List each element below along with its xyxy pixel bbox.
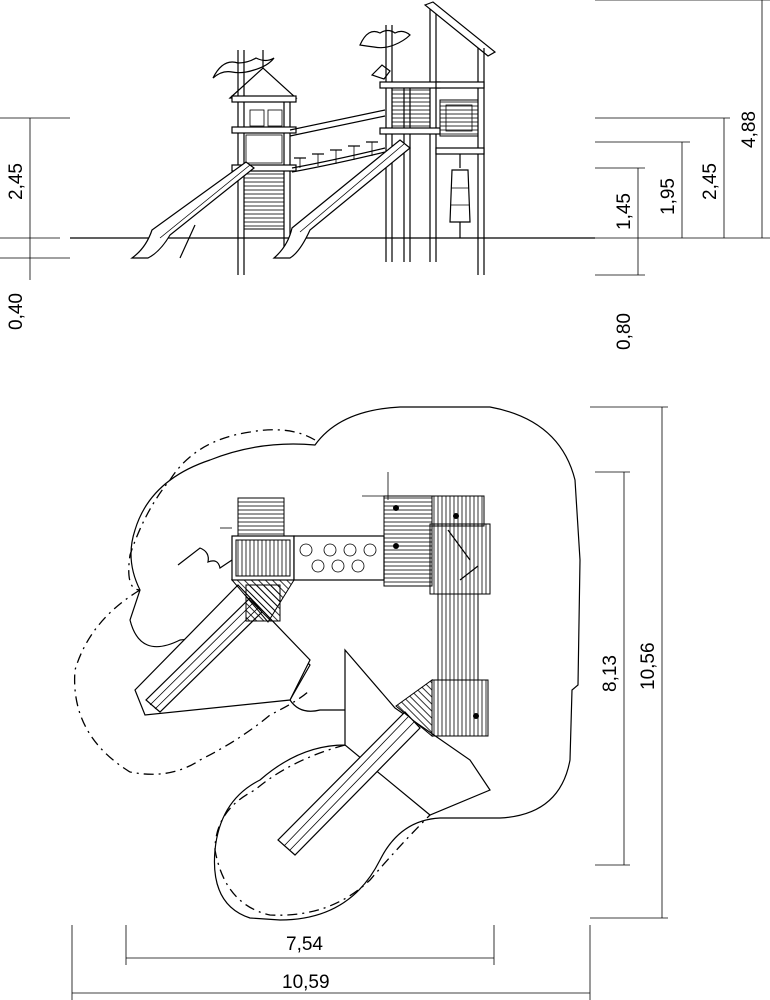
dim-left-245: 2,45	[6, 163, 27, 200]
plan-view: 8,13 10,56 7,54 10,59	[71, 406, 668, 1000]
left-tower-wall	[243, 170, 285, 230]
safety-zone-dashed-left	[73, 589, 311, 775]
plan-left-tower-stairs	[237, 497, 285, 537]
rope-bridge	[289, 109, 386, 173]
tall-tower	[423, 1, 497, 275]
plan-right-tower-deck	[383, 495, 433, 587]
punching-bag	[449, 169, 471, 223]
dim-plan-813: 8,13	[600, 655, 621, 692]
plan-right-tower	[362, 472, 491, 738]
middle-tower-flag	[359, 29, 411, 49]
plan-roof-panel	[429, 523, 491, 595]
right-dimensions: 0,80 1,45 1,95 2,45 4,88	[595, 0, 770, 350]
middle-tower	[272, 8, 441, 262]
left-dimensions: 2,45 0,40	[0, 117, 70, 330]
dim-right-145: 1,45	[614, 193, 635, 230]
dim-plan-1059: 10,59	[282, 972, 330, 993]
dim-right-080: 0,80	[614, 313, 635, 350]
dim-plan-754: 7,54	[286, 934, 323, 955]
plan-lower-tower	[431, 679, 489, 737]
plan-left-slide	[134, 584, 311, 716]
dim-right-245: 2,45	[700, 163, 721, 200]
plan-connecting-walkway	[437, 593, 479, 681]
left-tower	[130, 50, 298, 275]
dim-left-040: 0,40	[6, 293, 27, 330]
tall-tower-roof	[423, 1, 497, 57]
plan-horizontal-dimensions: 7,54 10,59	[71, 925, 591, 1000]
safety-zone-dashed-top	[128, 429, 316, 591]
middle-slide	[272, 139, 411, 259]
plan-bridge	[293, 535, 385, 581]
plan-right-slide	[277, 648, 491, 856]
dim-right-488: 4,88	[739, 111, 760, 148]
elevation-view: 2,45 0,40 0,80 1,45 1,95 2,45 4,88	[0, 0, 770, 350]
dim-right-195: 1,95	[658, 178, 679, 215]
plan-vertical-dimensions: 8,13 10,56	[590, 406, 668, 919]
dim-plan-1056: 10,56	[638, 642, 659, 690]
